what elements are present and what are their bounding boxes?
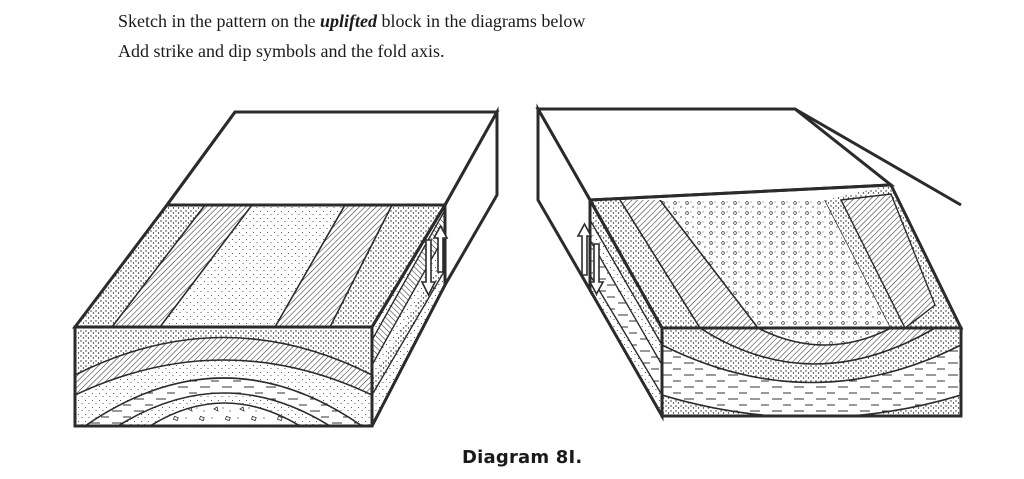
arrow-up-icon — [432, 224, 449, 273]
left-fault-arrows — [420, 224, 449, 297]
right-block — [535, 103, 964, 422]
arrow-down-icon — [588, 243, 605, 296]
diagram-caption: Diagram 8I. — [462, 447, 583, 468]
left-front-face — [75, 327, 372, 426]
instructions: Sketch in the pattern on the uplifted bl… — [118, 6, 585, 66]
instruction-line-2: Add strike and dip symbols and the fold … — [118, 41, 445, 61]
right-fault-arrows — [576, 222, 605, 296]
instruction-line-1: Sketch in the pattern on the uplifted bl… — [118, 11, 586, 31]
left-top-face — [75, 205, 445, 327]
left-uplifted-top — [164, 110, 500, 207]
right-front-face — [662, 328, 961, 416]
arrow-up-icon — [576, 222, 593, 276]
emphasis-uplifted: uplifted — [319, 11, 377, 31]
arrow-down-icon — [420, 239, 437, 297]
left-block — [71, 106, 500, 428]
